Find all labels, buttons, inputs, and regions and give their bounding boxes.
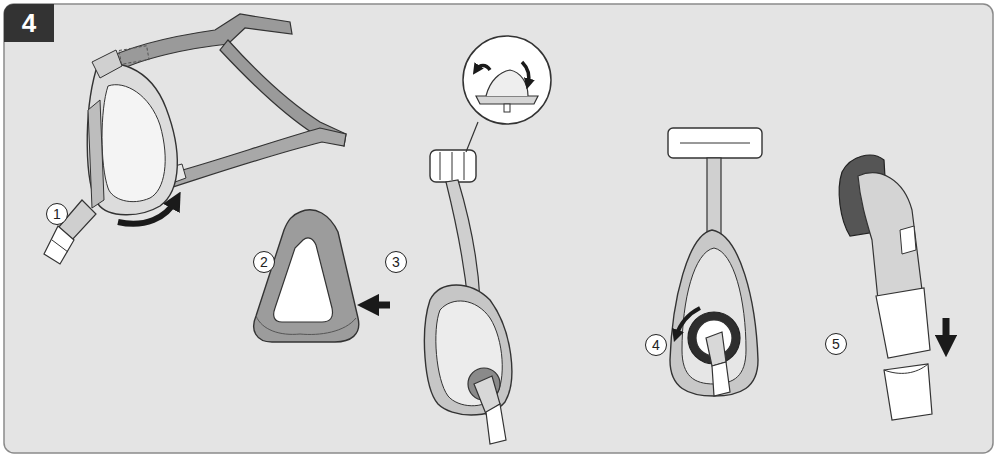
cushion (254, 210, 390, 342)
elbow-assembly (839, 155, 946, 420)
mask-frame (424, 36, 551, 444)
panel-frame (4, 4, 993, 453)
step-number: 4 (22, 10, 36, 36)
mask-front-view (668, 128, 762, 396)
callout-number: 2 (253, 251, 275, 273)
callout-number: 1 (46, 203, 68, 225)
callout-number: 4 (645, 334, 667, 356)
step-number-tab: 4 (4, 4, 54, 42)
callout-number: 5 (825, 333, 847, 355)
callout-number: 3 (385, 251, 407, 273)
